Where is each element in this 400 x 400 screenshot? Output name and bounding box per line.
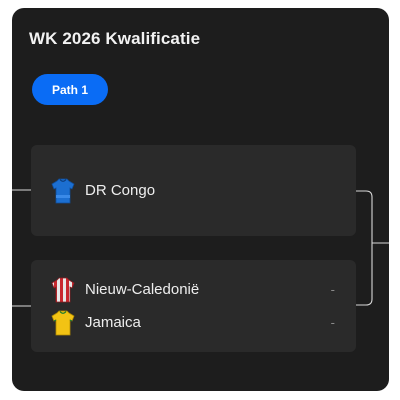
qualification-card: WK 2026 Kwalificatie Path 1 DR Congo (12, 8, 389, 391)
match-card-2[interactable]: Nieuw-Caledonië - Jamaica - (31, 260, 356, 352)
blue-jersey-icon (51, 178, 75, 204)
team-row-jamaica[interactable]: Jamaica - (31, 310, 356, 336)
team-score: - (330, 282, 335, 297)
red-white-striped-jersey-icon (51, 277, 75, 303)
yellow-jersey-icon (51, 310, 75, 336)
team-score: - (330, 315, 335, 330)
path-1-tab[interactable]: Path 1 (32, 74, 108, 105)
team-name: Nieuw-Caledonië (85, 281, 200, 298)
match-card-1[interactable]: DR Congo (31, 145, 356, 236)
team-row-dr-congo[interactable]: DR Congo (31, 178, 356, 204)
team-row-nieuw-caledonie[interactable]: Nieuw-Caledonië - (31, 277, 356, 303)
team-name: DR Congo (85, 182, 156, 199)
team-name: Jamaica (85, 314, 141, 331)
card-title: WK 2026 Kwalificatie (29, 29, 201, 48)
